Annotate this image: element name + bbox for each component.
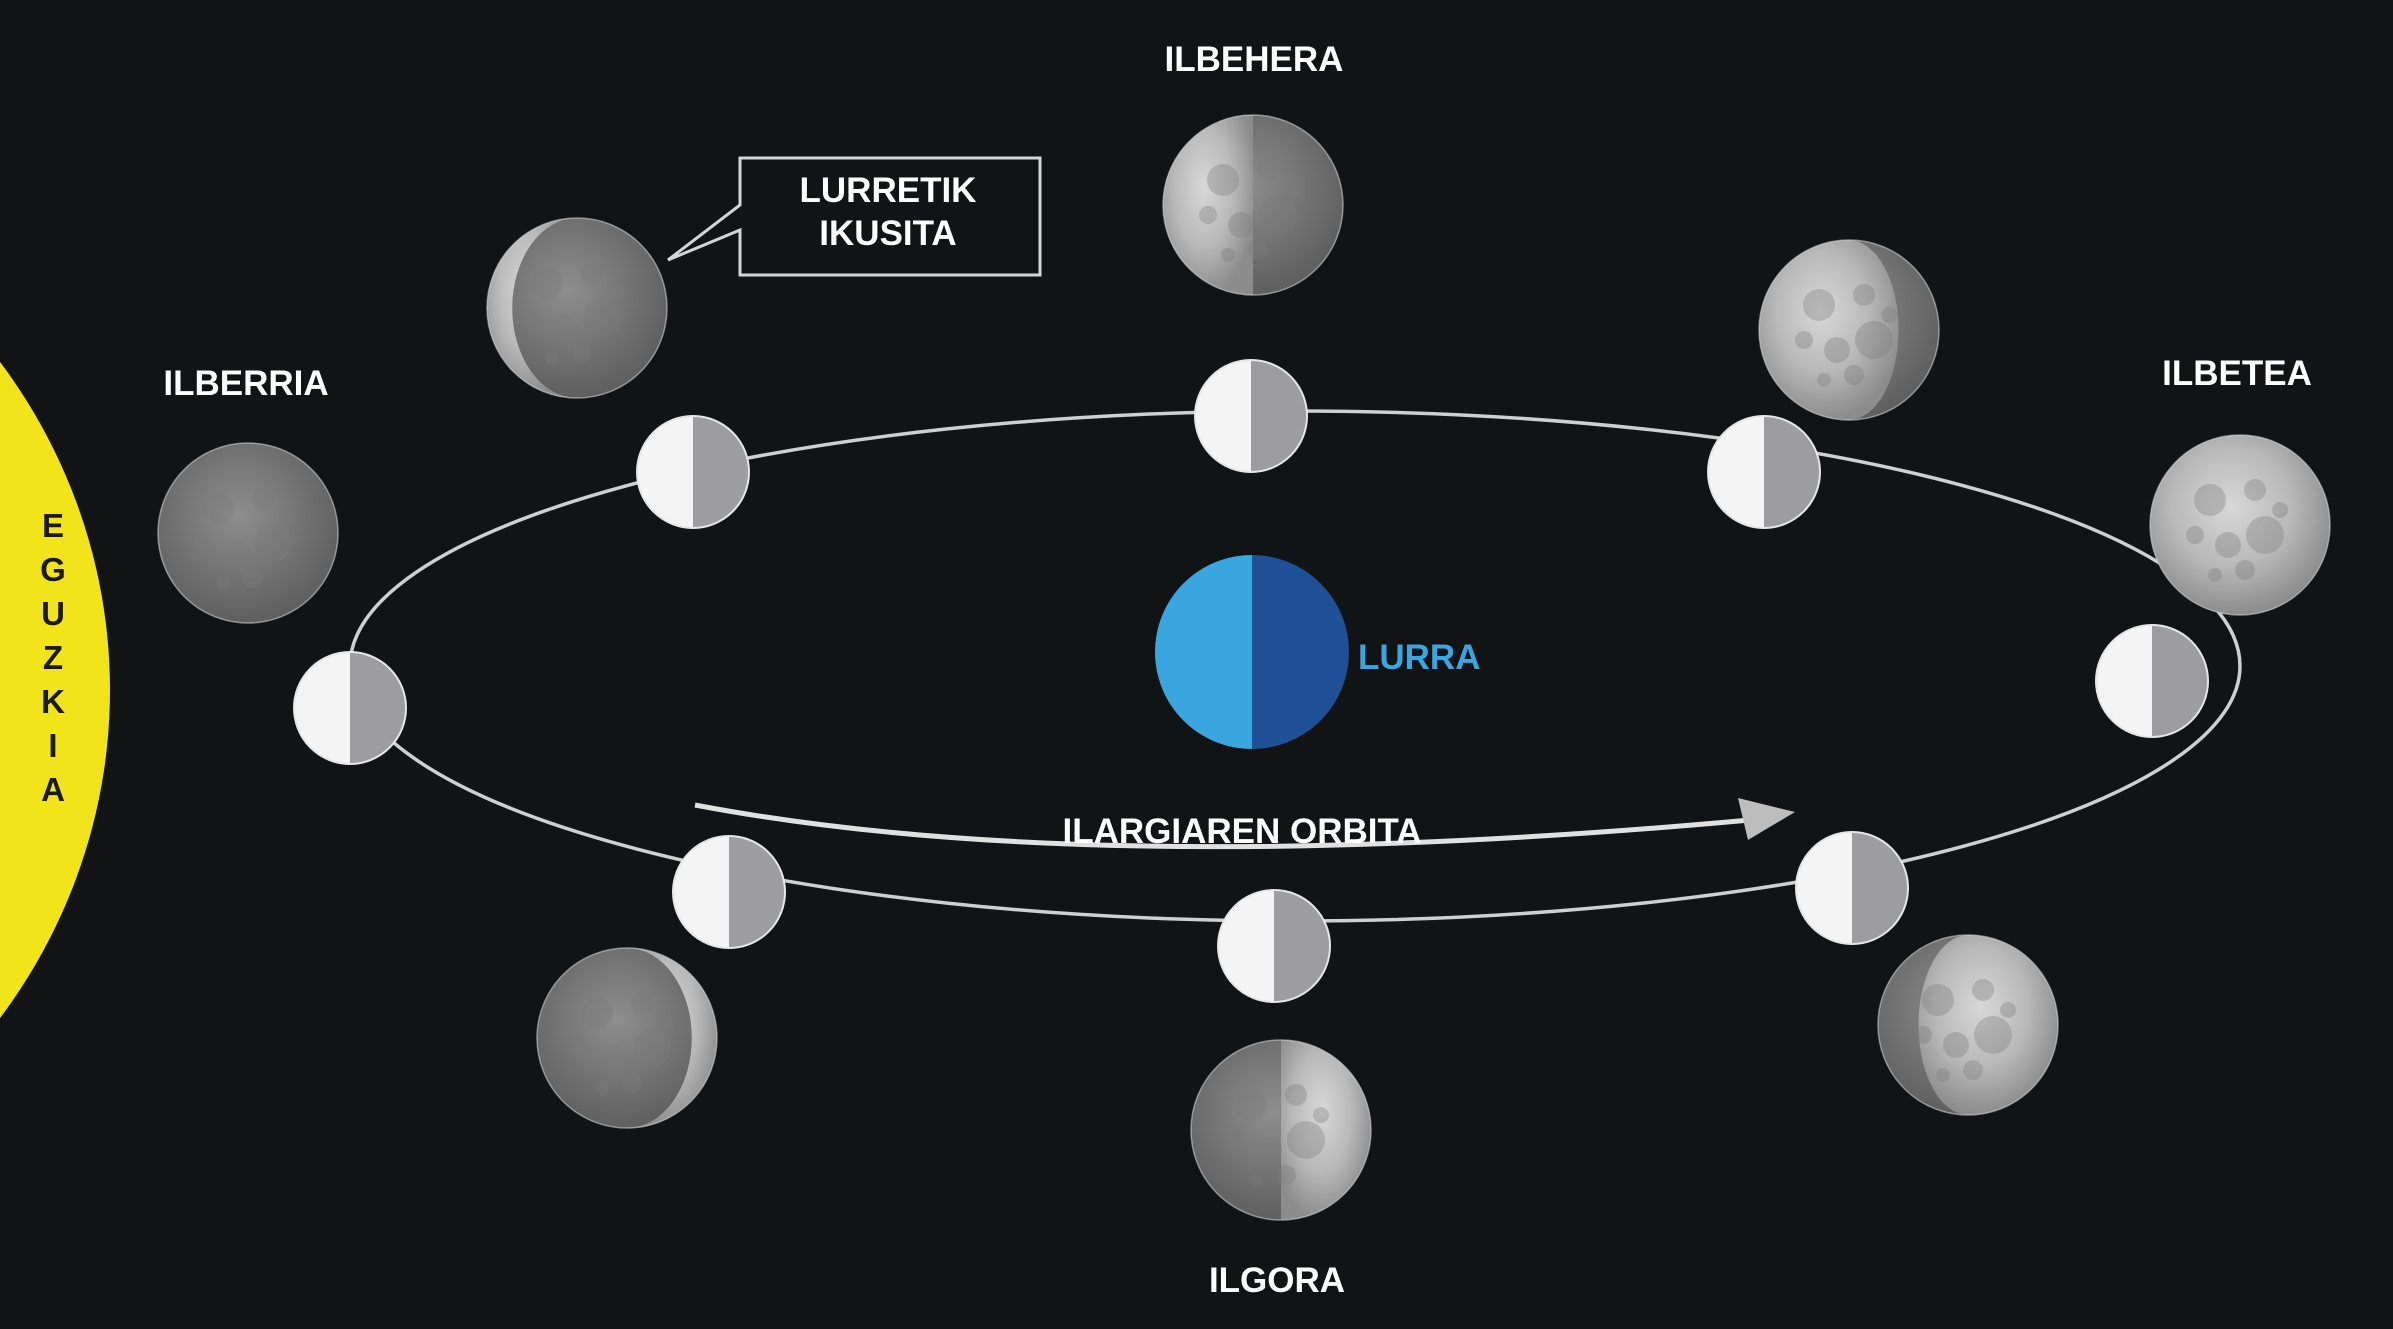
sun-letter: A: [41, 771, 65, 808]
seen-moon-waning-gibbous: [1877, 934, 2059, 1116]
moons-as-seen-from-earth: [157, 114, 2331, 1221]
seen-moon-first-quarter: [1162, 114, 1344, 296]
orbit-moons: [293, 359, 2209, 1003]
callout-line-1: LURRETIK: [800, 171, 977, 210]
sun-letter: U: [41, 595, 65, 632]
callout-line-2: IKUSITA: [819, 214, 956, 253]
new-moon-label: ILBERRIA: [163, 364, 328, 403]
sun-letter: G: [40, 551, 66, 588]
full-moon-label: ILBETEA: [2162, 354, 2312, 393]
seen-moon-full: [2149, 434, 2331, 616]
callout: [667, 156, 1042, 277]
seen-moon-waning-crescent: [536, 947, 718, 1129]
orbit-moon-waning-gibbous: [1795, 831, 1909, 945]
orbit-moon-last-quarter: [1217, 889, 1331, 1003]
orbit-moon-full: [2095, 624, 2209, 738]
sun-letter: K: [41, 683, 65, 720]
sun-letter: I: [48, 727, 57, 764]
first-quarter-label: ILBEHERA: [1165, 40, 1344, 79]
seen-moon-waxing-crescent: [486, 217, 668, 399]
orbit-moon-waxing-gibbous: [1707, 415, 1821, 529]
orbit-arrowhead: [1738, 798, 1795, 840]
earth-label: LURRA: [1358, 638, 1480, 677]
orbit-moon-new: [293, 651, 407, 765]
sun-letter: Z: [43, 639, 63, 676]
orbit-direction-arrow: [694, 802, 1751, 850]
seen-moon-new: [157, 442, 339, 624]
orbit-moon-waxing-crescent: [636, 415, 750, 529]
sun-letter: E: [42, 507, 64, 544]
sun-shape: [0, 362, 110, 1018]
earth-icon: [1155, 555, 1349, 749]
orbit-moon-first-quarter: [1194, 359, 1308, 473]
seen-moon-waxing-gibbous: [1758, 239, 1940, 421]
seen-moon-last-quarter: [1190, 1039, 1372, 1221]
orbit-label: ILARGIAREN ORBITA: [1062, 812, 1421, 851]
last-quarter-label: ILGORA: [1209, 1261, 1345, 1300]
orbit-moon-waning-crescent: [672, 835, 786, 949]
